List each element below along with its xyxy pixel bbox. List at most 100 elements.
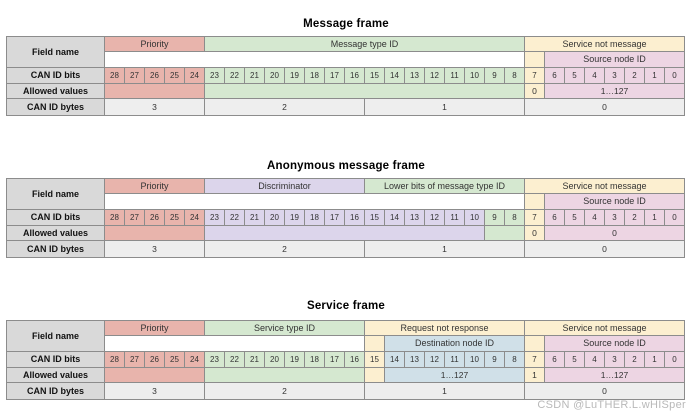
bit-cell: 6 xyxy=(544,67,565,84)
row-label-can-id-bytes: CAN ID bytes xyxy=(6,382,105,400)
sub-header-cell: Destination node ID xyxy=(384,335,525,352)
byte-cell: 0 xyxy=(524,382,685,400)
bit-cell: 19 xyxy=(284,351,305,368)
sub-header-cell: Source node ID xyxy=(544,51,685,68)
byte-cell: 3 xyxy=(104,382,205,400)
allowed-value-cell xyxy=(104,225,205,241)
bit-cell: 1 xyxy=(644,209,665,226)
byte-cell: 1 xyxy=(364,98,525,116)
bit-cell: 4 xyxy=(584,67,605,84)
bit-cell: 22 xyxy=(224,351,245,368)
row-label-field-name: Field name xyxy=(6,320,105,352)
allowed-value-cell xyxy=(364,367,385,383)
bit-cell: 15 xyxy=(364,67,385,84)
row-label-allowed-values: Allowed values xyxy=(6,367,105,383)
bit-cell: 5 xyxy=(564,351,585,368)
bit-cell: 14 xyxy=(384,67,405,84)
bit-cell: 7 xyxy=(524,209,545,226)
bit-cell: 18 xyxy=(304,209,325,226)
field-header-cell: Service not message xyxy=(524,178,685,194)
bit-cell: 9 xyxy=(484,67,505,84)
bit-cell: 11 xyxy=(444,351,465,368)
bit-cell: 6 xyxy=(544,209,565,226)
row-sub-header: Destination node ID Source node ID xyxy=(7,335,685,352)
frame-title: Message frame xyxy=(303,18,389,30)
bit-cell: 5 xyxy=(564,209,585,226)
bit-cell: 3 xyxy=(604,351,625,368)
row-sub-header: Source node ID xyxy=(7,51,685,68)
field-header-cell: Priority xyxy=(104,36,205,52)
bit-cell: 27 xyxy=(124,67,145,84)
byte-cell: 3 xyxy=(104,240,205,258)
bit-cell: 25 xyxy=(164,67,185,84)
sub-header-cell xyxy=(364,335,385,352)
allowed-value-cell xyxy=(104,83,205,99)
field-header-cell: Discriminator xyxy=(204,178,365,194)
byte-cell: 1 xyxy=(364,382,525,400)
row-label-can-id-bits: CAN ID bits xyxy=(6,209,105,226)
bit-cell: 0 xyxy=(664,351,685,368)
sub-header-cell xyxy=(524,51,545,68)
bit-cell: 21 xyxy=(244,351,265,368)
byte-cell: 2 xyxy=(204,382,365,400)
bit-cell: 23 xyxy=(204,209,225,226)
field-header-cell: Service not message xyxy=(524,36,685,52)
bit-cell: 9 xyxy=(484,351,505,368)
bit-cell: 26 xyxy=(144,351,165,368)
bit-cell: 28 xyxy=(104,67,125,84)
field-header-cell: Priority xyxy=(104,320,205,336)
bit-cell: 10 xyxy=(464,209,485,226)
bit-cell: 3 xyxy=(604,209,625,226)
bit-cell: 19 xyxy=(284,209,305,226)
bit-cell: 21 xyxy=(244,67,265,84)
row-label-can-id-bytes: CAN ID bytes xyxy=(6,98,105,116)
bit-cell: 7 xyxy=(524,351,545,368)
bit-cell: 20 xyxy=(264,67,285,84)
frame-title: Service frame xyxy=(306,300,386,312)
bit-cell: 28 xyxy=(104,351,125,368)
bit-cell: 15 xyxy=(364,351,385,368)
bit-cell: 23 xyxy=(204,351,225,368)
bit-cell: 20 xyxy=(264,209,285,226)
bit-cell: 24 xyxy=(184,351,205,368)
allowed-value-cell xyxy=(204,367,365,383)
bit-cell: 10 xyxy=(464,351,485,368)
bit-cell: 1 xyxy=(644,351,665,368)
bit-cell: 8 xyxy=(504,351,525,368)
bit-cell: 13 xyxy=(404,351,425,368)
sub-header-cell xyxy=(105,52,525,68)
bit-cell: 13 xyxy=(404,67,425,84)
allowed-value-cell: 1…127 xyxy=(544,83,685,99)
sub-header-cell xyxy=(524,335,545,352)
csdn-watermark: CSDN @LuTHER.L.wHISper xyxy=(537,399,686,411)
sub-header-cell xyxy=(105,194,525,210)
bit-cell: 28 xyxy=(104,209,125,226)
bit-cell: 16 xyxy=(344,209,365,226)
bit-cell: 15 xyxy=(364,209,385,226)
bit-cell: 2 xyxy=(624,351,645,368)
allowed-value-cell: 1…127 xyxy=(384,367,525,383)
row-label-can-id-bytes: CAN ID bytes xyxy=(6,240,105,258)
bit-cell: 12 xyxy=(424,67,445,84)
bit-cell: 11 xyxy=(444,67,465,84)
bit-cell: 19 xyxy=(284,67,305,84)
bit-cell: 14 xyxy=(384,351,405,368)
bit-cell: 18 xyxy=(304,351,325,368)
field-header-cell: Request not response xyxy=(364,320,525,336)
bit-cell: 0 xyxy=(664,209,685,226)
bit-cell: 16 xyxy=(344,67,365,84)
bit-cell: 17 xyxy=(324,351,345,368)
allowed-value-cell: 1 xyxy=(524,367,545,383)
row-label-can-id-bits: CAN ID bits xyxy=(6,67,105,84)
sub-header-cell: Source node ID xyxy=(544,335,685,352)
bit-cell: 27 xyxy=(124,209,145,226)
byte-cell: 3 xyxy=(104,98,205,116)
